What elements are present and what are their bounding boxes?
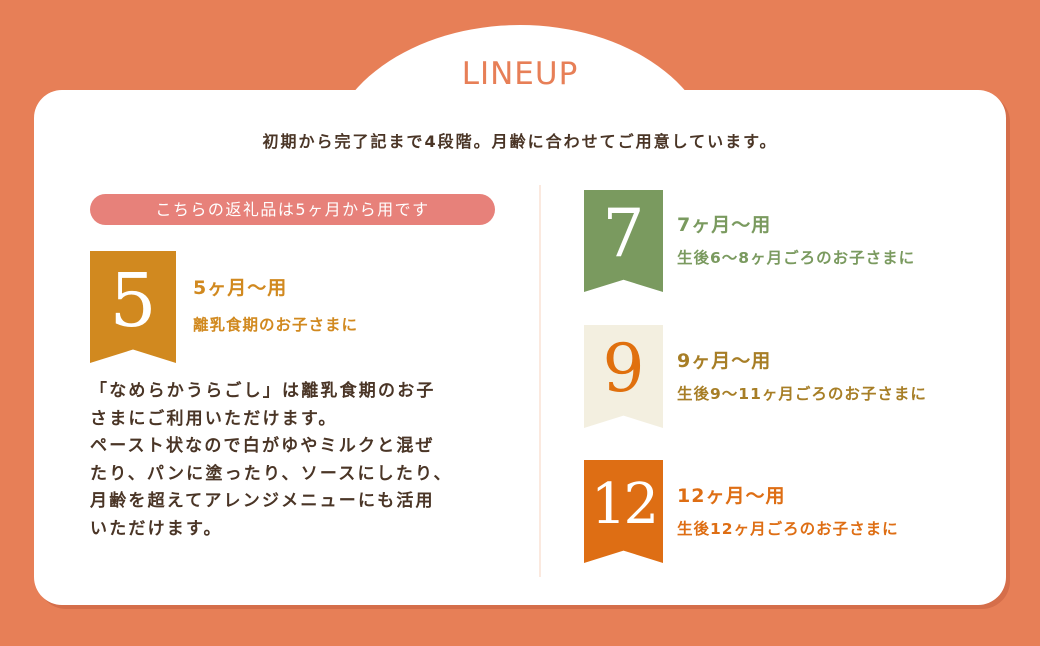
stage-12-description: 生後12ヶ月ごろのお子さまに	[677, 520, 899, 538]
featured-body-text: 「なめらかうらごし」は離乳食期のお子 さまにご利用いただけます。 ペースト状なの…	[90, 378, 510, 543]
stage-9-number: 9	[602, 330, 645, 407]
stage-9-description: 生後9～11ヶ月ごろのお子さまに	[677, 385, 927, 403]
stage-9-banner: 9	[584, 325, 663, 428]
body-line: いただけます。	[90, 518, 223, 539]
stage-5-number: 5	[109, 258, 157, 344]
body-line: 「なめらかうらごし」は離乳食期のお子	[90, 381, 436, 401]
notice-pill: こちらの返礼品は5ヶ月から用です	[90, 194, 495, 225]
column-divider	[539, 185, 541, 577]
page-title: LINEUP	[461, 56, 579, 92]
stage-7-number: 7	[602, 195, 645, 272]
stage-12-heading: 12ヶ月～用	[677, 485, 786, 507]
stage-9-heading: 9ヶ月～用	[677, 350, 772, 372]
stage-7-heading: 7ヶ月～用	[677, 214, 772, 236]
stage-12-banner: 12	[584, 460, 663, 563]
stage-5-banner: 5	[90, 251, 176, 363]
stage-7-banner: 7	[584, 190, 663, 292]
stage-5-description: 離乳食期のお子さまに	[193, 316, 359, 334]
stage-7-description: 生後6～8ヶ月ごろのお子さまに	[677, 249, 916, 267]
body-line: 月齢を超えてアレンジメニューにも活用	[90, 491, 435, 511]
lineup-card	[34, 90, 1006, 605]
body-line: たり、パンに塗ったり、ソースにしたり、	[90, 463, 453, 484]
page-subtitle: 初期から完了記まで4段階。月齢に合わせてご用意しています。	[262, 132, 778, 151]
body-line: ペースト状なので白がゆやミルクと混ぜ	[90, 436, 435, 456]
stage-5-heading: 5ヶ月～用	[193, 277, 288, 299]
stage-12-number: 12	[590, 472, 659, 537]
body-line: さまにご利用いただけます。	[90, 408, 338, 429]
